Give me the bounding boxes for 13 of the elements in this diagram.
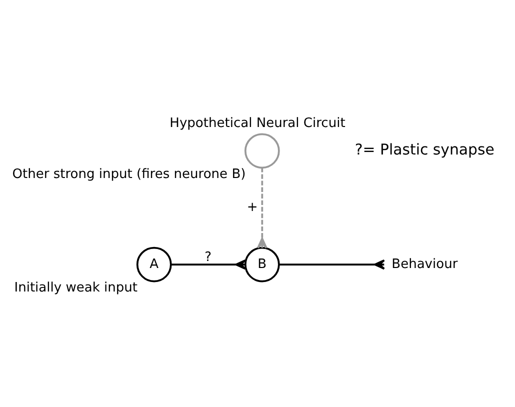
- node-text: Behaviour: [392, 256, 458, 272]
- connector: [171, 258, 246, 270]
- node-circle: B: [244, 246, 280, 282]
- connector: [279, 258, 386, 270]
- diagram-title: Hypothetical Neural Circuit: [170, 115, 346, 130]
- node-label: Initially weak input: [14, 280, 138, 296]
- connector: [257, 167, 268, 248]
- node-circle: A: [136, 246, 172, 282]
- caption: ?= Plastic synapse: [354, 140, 494, 158]
- node-circle: [244, 132, 280, 168]
- edge-label: +: [246, 200, 258, 215]
- node-label: Other strong input (fires neurone B): [12, 166, 246, 182]
- edge-label: ?: [204, 250, 212, 264]
